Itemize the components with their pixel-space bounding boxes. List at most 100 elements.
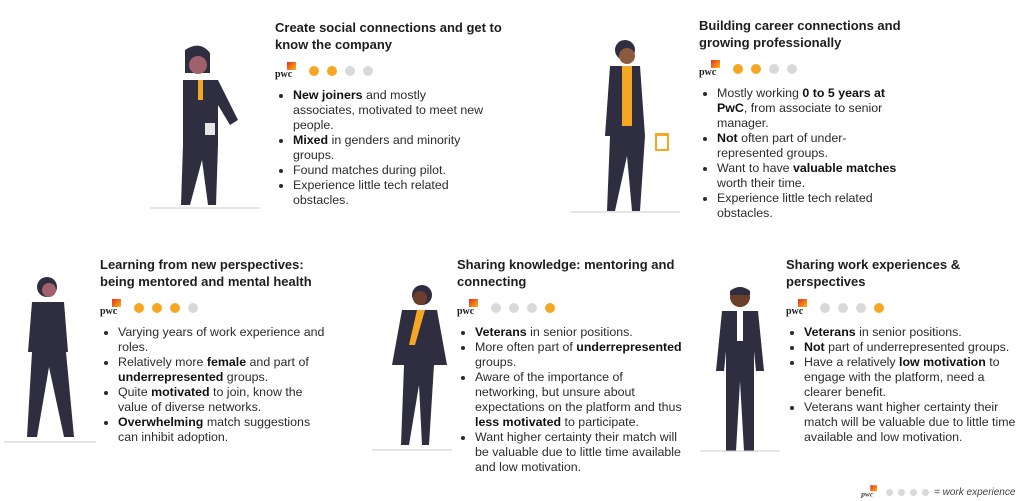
pwc-logo: pwc bbox=[275, 62, 301, 80]
trait-item: Quite motivated to join, know the value … bbox=[118, 385, 328, 415]
trait-text: Veterans bbox=[475, 325, 527, 339]
persona-career-connections: Building career connections and growing … bbox=[699, 17, 909, 221]
trait-text: Quite bbox=[118, 385, 152, 399]
experience-dot bbox=[527, 303, 537, 313]
trait-item: Have a relatively low motivation to enga… bbox=[804, 355, 1022, 400]
experience-dot bbox=[838, 303, 848, 313]
trait-text: groups. bbox=[223, 370, 269, 384]
trait-text: Varying years of work experience and rol… bbox=[118, 325, 325, 354]
trait-item: Experience little tech related obstacles… bbox=[293, 178, 490, 208]
persona-traits: Veterans in senior positions.Not part of… bbox=[786, 325, 1022, 445]
trait-text: worth their time. bbox=[717, 176, 806, 190]
legend-label: = work experience bbox=[934, 486, 1016, 498]
trait-text: underrepresented bbox=[118, 370, 224, 384]
experience-dot bbox=[751, 64, 761, 74]
persona-traits: New joiners and mostly associates, motiv… bbox=[275, 88, 490, 208]
persona-traits: Mostly working 0 to 5 years at PwC, from… bbox=[699, 86, 909, 221]
pwc-logo: pwc bbox=[457, 299, 483, 317]
legend: pwc = work experience bbox=[858, 483, 1015, 501]
persona-social-connections: Create social connections and get to kno… bbox=[275, 19, 502, 208]
trait-text: Mixed bbox=[293, 133, 329, 147]
trait-text: Mostly working bbox=[717, 86, 803, 100]
experience-dot bbox=[820, 303, 830, 313]
trait-text: female bbox=[206, 355, 247, 369]
trait-item: Mixed in genders and minority groups. bbox=[293, 133, 490, 163]
experience-dot bbox=[874, 303, 884, 313]
experience-dot bbox=[733, 64, 743, 74]
illustration-woman-walking bbox=[372, 285, 452, 451]
persona-sharing-knowledge: Sharing knowledge: mentoring and connect… bbox=[457, 256, 689, 475]
trait-text: match suggestions can inhibit adoption. bbox=[118, 415, 311, 444]
legend-dot bbox=[910, 488, 917, 496]
persona-sharing-experiences: Sharing work experiences & perspectives … bbox=[786, 256, 1022, 445]
trait-text: Experience little tech related obstacles… bbox=[293, 178, 449, 207]
experience-dot bbox=[327, 66, 337, 76]
pwc-logo: pwc bbox=[861, 485, 881, 499]
trait-text: groups. bbox=[475, 355, 517, 369]
trait-text: Relatively more bbox=[118, 355, 207, 369]
trait-text: New joiners bbox=[293, 88, 363, 102]
trait-item: Want higher certainty their match will b… bbox=[475, 430, 689, 475]
illustration-man-in-suit bbox=[700, 287, 780, 452]
trait-text: in genders and minority groups. bbox=[293, 133, 461, 162]
trait-text: often part of under-represented groups. bbox=[717, 131, 847, 160]
trait-text: to engage with the platform, need a clea… bbox=[804, 355, 1000, 399]
experience-dot bbox=[188, 303, 198, 313]
persona-title: Create social connections and get to kno… bbox=[275, 20, 502, 52]
trait-text: Want to have bbox=[717, 161, 793, 175]
persona-title: Sharing work experiences & perspectives bbox=[786, 257, 961, 289]
experience-rating: pwc bbox=[100, 299, 328, 317]
experience-dot bbox=[545, 303, 555, 313]
experience-dot bbox=[309, 66, 319, 76]
experience-dot bbox=[787, 64, 797, 74]
legend-dot bbox=[922, 488, 929, 496]
experience-dot bbox=[134, 303, 144, 313]
persona-new-perspectives: Learning from new perspectives: being me… bbox=[100, 256, 328, 445]
trait-item: Not part of underrepresented groups. bbox=[804, 340, 1022, 355]
experience-rating: pwc bbox=[275, 62, 490, 80]
trait-text: in senior positions. bbox=[855, 325, 962, 339]
trait-text: Veterans want higher certainty their mat… bbox=[804, 400, 1016, 444]
trait-text: 0 to 5 years at PwC bbox=[717, 86, 886, 115]
trait-text: low motivation bbox=[899, 355, 986, 369]
trait-item: Overwhelming match suggestions can inhib… bbox=[118, 415, 328, 445]
experience-rating: pwc bbox=[699, 60, 909, 78]
trait-item: More often part of underrepresented grou… bbox=[475, 340, 689, 370]
persona-title: Sharing knowledge: mentoring and connect… bbox=[457, 257, 675, 289]
pwc-logo: pwc bbox=[699, 60, 725, 78]
trait-item: Experience little tech related obstacles… bbox=[717, 191, 909, 221]
trait-item: Not often part of under-represented grou… bbox=[717, 131, 909, 161]
trait-text: Aware of the importance of networking, b… bbox=[475, 370, 682, 414]
trait-text: in senior positions. bbox=[526, 325, 633, 339]
trait-text: and mostly associates, motivated to meet… bbox=[293, 88, 484, 132]
illustration-man-with-clipboard bbox=[570, 40, 680, 213]
trait-item: Relatively more female and part of under… bbox=[118, 355, 328, 385]
trait-text: to join, know the value of diverse netwo… bbox=[118, 385, 303, 414]
trait-text: motivated bbox=[151, 385, 210, 399]
trait-text: Want higher certainty their match will b… bbox=[475, 430, 681, 474]
trait-text: Have a relatively bbox=[804, 355, 900, 369]
trait-text: Not bbox=[717, 131, 738, 145]
trait-text: part of underrepresented groups. bbox=[824, 340, 1010, 354]
trait-item: Varying years of work experience and rol… bbox=[118, 325, 328, 355]
experience-dot bbox=[152, 303, 162, 313]
trait-text: to participate. bbox=[561, 415, 639, 429]
trait-text: Found matches during pilot. bbox=[293, 163, 446, 177]
experience-dot bbox=[363, 66, 373, 76]
persona-title: Building career connections and growing … bbox=[699, 18, 901, 50]
experience-dot bbox=[769, 64, 779, 74]
trait-text: Not bbox=[804, 340, 825, 354]
trait-text: less motivated bbox=[475, 415, 562, 429]
trait-item: Found matches during pilot. bbox=[293, 163, 490, 178]
trait-text: More often part of bbox=[475, 340, 577, 354]
trait-item: Want to have valuable matches worth thei… bbox=[717, 161, 909, 191]
trait-item: Veterans in senior positions. bbox=[475, 325, 689, 340]
trait-item: Veterans want higher certainty their mat… bbox=[804, 400, 1022, 445]
persona-title: Learning from new perspectives: being me… bbox=[100, 257, 312, 289]
experience-dot bbox=[491, 303, 501, 313]
legend-dot bbox=[886, 488, 893, 496]
illustration-woman-with-cup bbox=[150, 45, 260, 209]
experience-dot bbox=[170, 303, 180, 313]
experience-rating: pwc bbox=[457, 299, 689, 317]
experience-rating: pwc bbox=[786, 299, 1022, 317]
